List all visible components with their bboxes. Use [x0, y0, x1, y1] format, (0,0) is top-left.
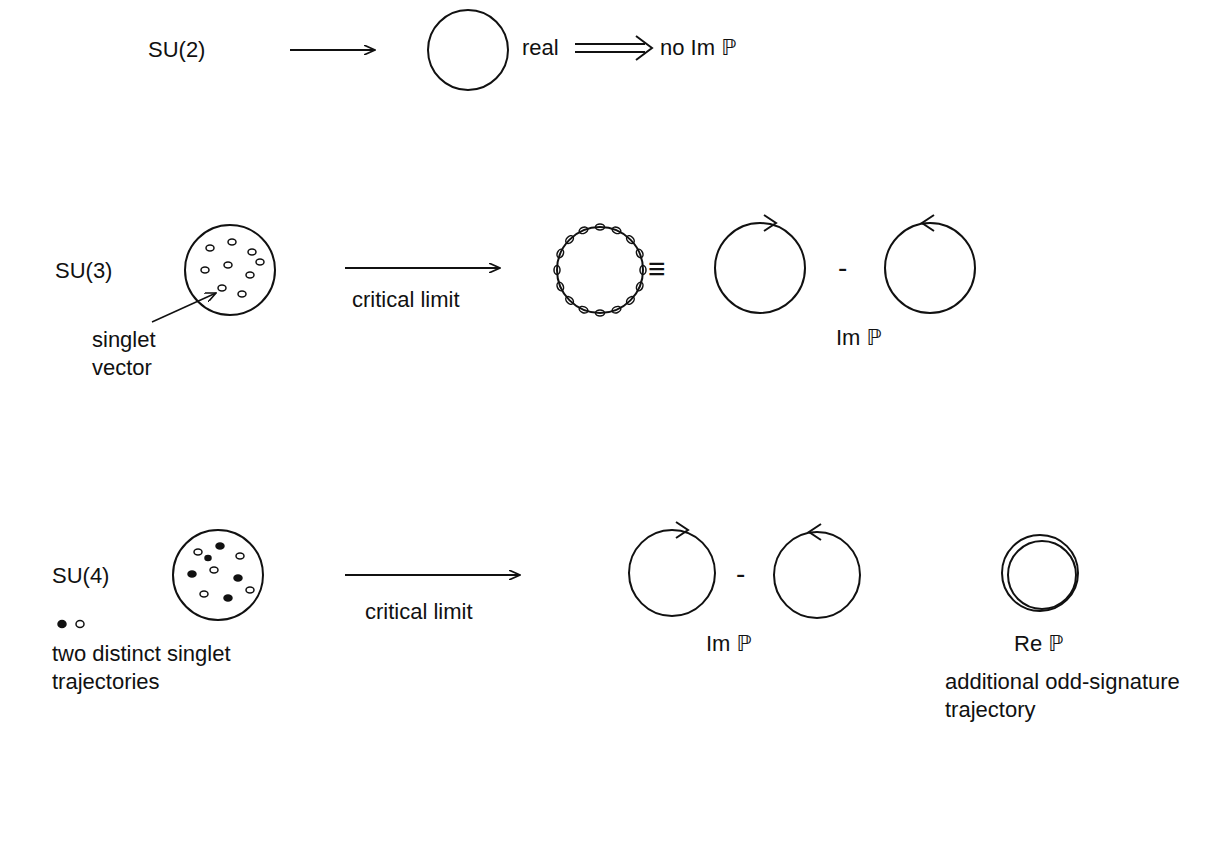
rim-blob: [596, 310, 605, 316]
note: Im ℙ: [706, 630, 752, 658]
rim-blob: [611, 226, 622, 235]
implies-arrow: [575, 36, 652, 60]
rim-blob: [578, 226, 589, 235]
note: no Im ℙ: [660, 34, 737, 62]
rim-blob: [578, 305, 589, 314]
leader-line: [152, 293, 216, 322]
arrow-label: critical limit: [365, 598, 473, 626]
limit-arrow: [345, 574, 520, 576]
rim-blob: [556, 281, 565, 292]
group-label: SU(2): [148, 36, 205, 64]
note: Re ℙ: [1014, 630, 1064, 658]
rim-blob: [635, 281, 644, 292]
oriented-loop: [885, 215, 975, 313]
rim-blob: [556, 248, 565, 259]
minus-sign: -: [838, 250, 847, 285]
oriented-loop: [629, 522, 715, 616]
rim-blob: [640, 266, 646, 275]
blob-circle: [173, 530, 263, 620]
callout-label: singlet vector: [92, 326, 202, 382]
rim-blob: [554, 266, 560, 275]
note: additional odd-signature trajectory: [945, 668, 1185, 724]
oriented-loop: [715, 215, 805, 313]
rim-blob: [564, 234, 575, 245]
equivalence-sign: ≡: [648, 250, 666, 288]
rim-blob: [635, 248, 644, 259]
legend-note: two distinct singlet trajectories: [52, 640, 262, 696]
double-loop: [1002, 535, 1078, 611]
rim-blob: [625, 295, 636, 306]
rim-blob: [611, 305, 622, 314]
minus-sign: -: [736, 556, 745, 591]
note: Im ℙ: [836, 324, 882, 352]
rim-blob: [596, 224, 605, 230]
arrow-label: critical limit: [352, 286, 460, 314]
rim-blob: [564, 295, 575, 306]
legend-dots: [58, 621, 84, 628]
limit-arrow: [345, 267, 500, 269]
group-label: SU(4): [52, 562, 109, 590]
oriented-loop: [774, 524, 860, 618]
rim-circle: [554, 224, 646, 316]
loop-circle: [428, 10, 508, 90]
limit-arrow: [290, 49, 375, 51]
note: real: [522, 34, 559, 62]
rim-blob: [625, 234, 636, 245]
group-label: SU(3): [55, 257, 112, 285]
